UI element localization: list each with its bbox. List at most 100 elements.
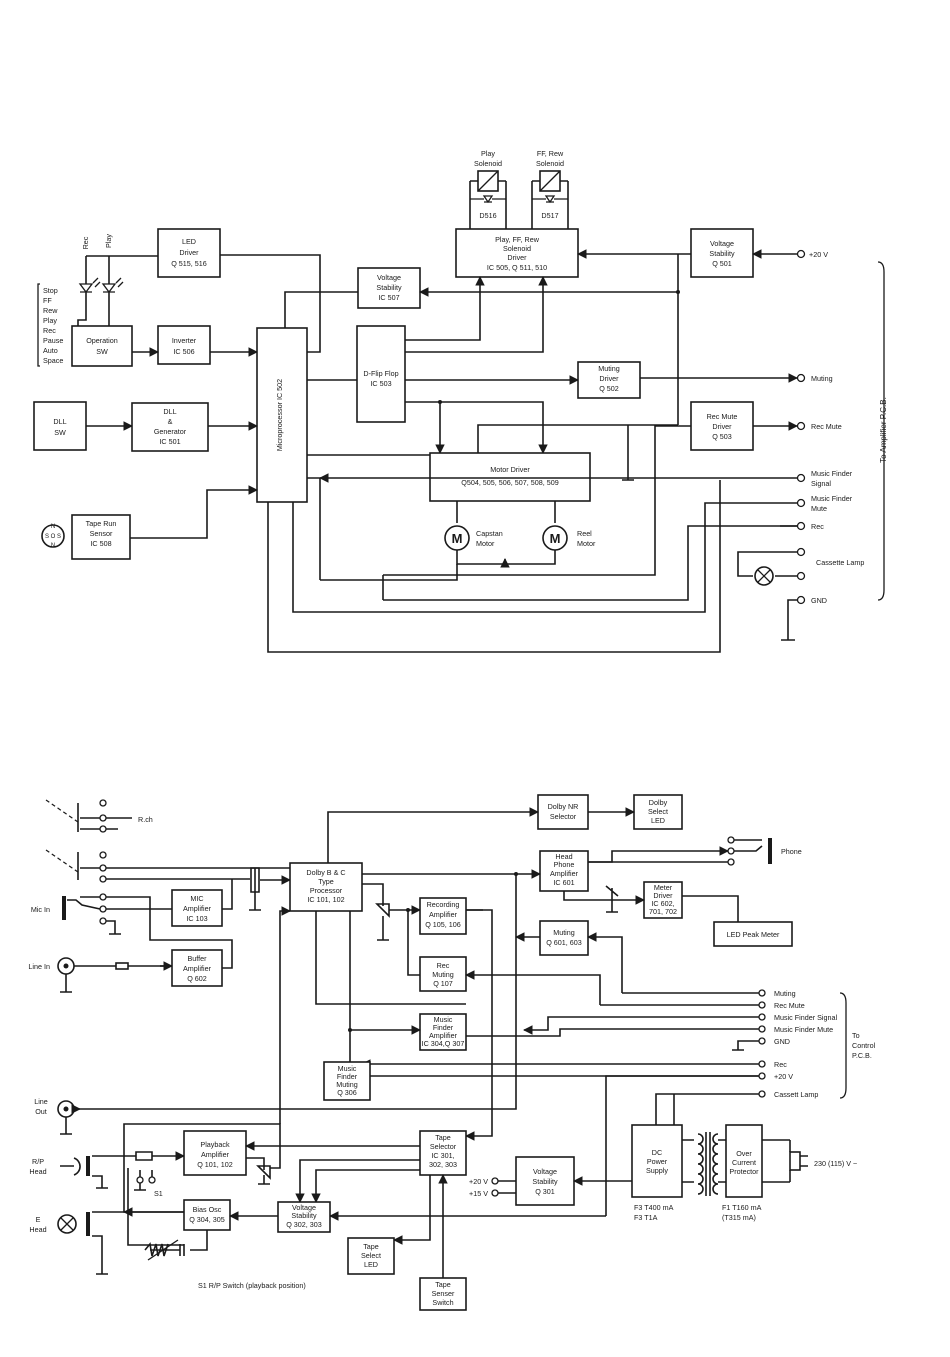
rmd-l3: Q 503 <box>712 432 732 441</box>
ra-l1: Recording <box>427 900 460 909</box>
dsl-l3: LED <box>651 816 665 825</box>
bo-l2: Q 304, 305 <box>189 1215 225 1224</box>
ffrew-sol-l1: FF, Rew <box>537 149 564 158</box>
ri7: Cassett Lamp <box>774 1090 818 1099</box>
operation-sw-block: Operation SW <box>71 325 133 367</box>
reel-l1: Reel <box>577 529 592 538</box>
head-phone-amp-block: Head Phone Amplifier IC 601 <box>539 850 589 892</box>
lo-l2: Out <box>35 1107 47 1116</box>
voltage-stability-q501-block: Voltage Stability Q 501 <box>690 228 754 278</box>
play-sol-l2: Solenoid <box>474 159 502 168</box>
ba-l2: Amplifier <box>183 964 212 973</box>
mains-label: 230 (115) V ~ <box>814 1159 857 1168</box>
transformer <box>682 1132 726 1196</box>
mic-amp-l1: MIC <box>190 894 203 903</box>
f1-l2: (T315 mA) <box>722 1213 756 1222</box>
ts-l2: Selector <box>430 1142 457 1151</box>
meter-l4: 701, 702 <box>649 907 677 916</box>
vs501-l2: Stability <box>709 249 735 258</box>
meter-l1: Meter <box>654 883 673 892</box>
tape-run-sensor-block: Tape Run Sensor IC 508 <box>71 514 131 560</box>
pba-l3: Q 101, 102 <box>197 1160 233 1169</box>
rm-l2: Muting <box>432 970 454 979</box>
play-led-label: Play <box>104 234 113 248</box>
f3-l1: F3 T400 mA <box>634 1203 674 1212</box>
led-driver-l3: Q 515, 516 <box>171 259 207 268</box>
mfm2-l2: Finder <box>337 1072 358 1081</box>
sd-l2: Solenoid <box>503 244 531 253</box>
tc0: To <box>852 1031 860 1040</box>
vs507-l1: Voltage <box>377 273 401 282</box>
hpa-l2: Phone <box>554 860 575 869</box>
mfa-l1: Music <box>434 1015 453 1024</box>
rec-muting-block: Rec Muting Q 107 <box>419 956 467 992</box>
trs-l2: Sensor <box>90 529 113 538</box>
f1-l1: F1 T160 mA <box>722 1203 762 1212</box>
tc2: P.C.B. <box>852 1051 872 1060</box>
motor-driver-block: Motor Driver Q504, 505, 506, 507, 508, 5… <box>429 452 591 502</box>
rph-l1: R/P <box>32 1157 44 1166</box>
mic-amp-l3: IC 103 <box>186 914 207 923</box>
vs302-l1: Voltage <box>292 1203 316 1212</box>
dnr-l1: Dolby NR <box>548 802 579 811</box>
meter-l2: Driver <box>653 891 673 900</box>
eh-l2: Head <box>29 1225 46 1234</box>
dff-l2: IC 503 <box>370 379 391 388</box>
buffer-amp-block: Buffer Amplifier Q 602 <box>171 949 223 987</box>
dllg-l2: & <box>168 417 173 426</box>
mfa-l4: IC 304,Q 307 <box>422 1039 465 1048</box>
line-out-jack: Line Out <box>34 1097 75 1135</box>
ba-l3: Q 602 <box>187 974 207 983</box>
ri3: Music Finder Mute <box>774 1025 833 1034</box>
dps-l2: Power <box>647 1157 668 1166</box>
vs302-l2: Stability <box>291 1211 317 1220</box>
f3-l2: F3 T1A <box>634 1213 658 1222</box>
mfm-l2: Mute <box>811 504 827 513</box>
md-l1: Muting <box>598 364 620 373</box>
led-driver-l1: LED <box>182 237 196 246</box>
inverter-block: Inverter IC 506 <box>157 325 211 365</box>
dllsw-l1: DLL <box>53 417 66 426</box>
sg3: S <box>57 534 61 540</box>
mic-in-jack: Mic In <box>31 893 172 935</box>
line-in-jack: Line In <box>28 957 172 993</box>
ri2: Music Finder Signal <box>774 1013 838 1022</box>
vs501-l1: Voltage <box>710 239 734 248</box>
hpa-l1: Head <box>555 852 572 861</box>
eh-l1: E <box>36 1215 41 1224</box>
reel-l2: Motor <box>577 539 596 548</box>
dp-l2: Type <box>318 877 334 886</box>
tape-selector-block: Tape Selector IC 301, 302, 303 <box>419 1130 467 1176</box>
sg0: N <box>51 524 55 530</box>
tsl-l1: Tape <box>363 1242 379 1251</box>
mq601-l1: Muting <box>553 928 575 937</box>
sd-l4: IC 505, Q 511, 510 <box>487 263 547 272</box>
ba-l1: Buffer <box>187 954 207 963</box>
dllg-l4: IC 501 <box>159 437 180 446</box>
led-peak-meter-label: LED Peak Meter <box>727 930 780 939</box>
mic-amp-block: MIC Amplifier IC 103 <box>171 889 223 927</box>
microprocessor-block: Microprocessor IC 502 <box>256 327 308 503</box>
ri5: Rec <box>774 1060 787 1069</box>
top-diagram: LED Driver Q 515, 516 Rec Play Stop FF R… <box>33 149 888 653</box>
dsl-l1: Dolby <box>649 798 668 807</box>
ts-l1: Tape <box>435 1133 451 1142</box>
phone-label: Phone <box>781 847 802 856</box>
rmd-l2: Driver <box>712 422 732 431</box>
pba-l2: Amplifier <box>201 1150 230 1159</box>
recording-amp-block: Recording Amplifier Q 105, 106 <box>419 897 467 935</box>
vs507-l2: Stability <box>376 283 402 292</box>
ts-l3: IC 301, <box>431 1151 454 1160</box>
hpa-l3: Amplifier <box>550 869 579 878</box>
dps-l1: DC <box>652 1148 662 1157</box>
magnet-sensor-icon: N S O S N <box>41 524 65 549</box>
muting-driver-block: Muting Driver Q 502 <box>577 361 641 399</box>
plus20-out-label: +20 V <box>469 1177 488 1186</box>
rm-l3: Q 107 <box>433 979 453 988</box>
dps-l3: Supply <box>646 1166 668 1175</box>
dllsw-l2: SW <box>54 428 66 437</box>
sg2: O <box>51 534 56 540</box>
lo-l1: Line <box>34 1097 48 1106</box>
mfs-l2: Signal <box>811 479 831 488</box>
dll-sw-block: DLL SW <box>33 401 87 451</box>
